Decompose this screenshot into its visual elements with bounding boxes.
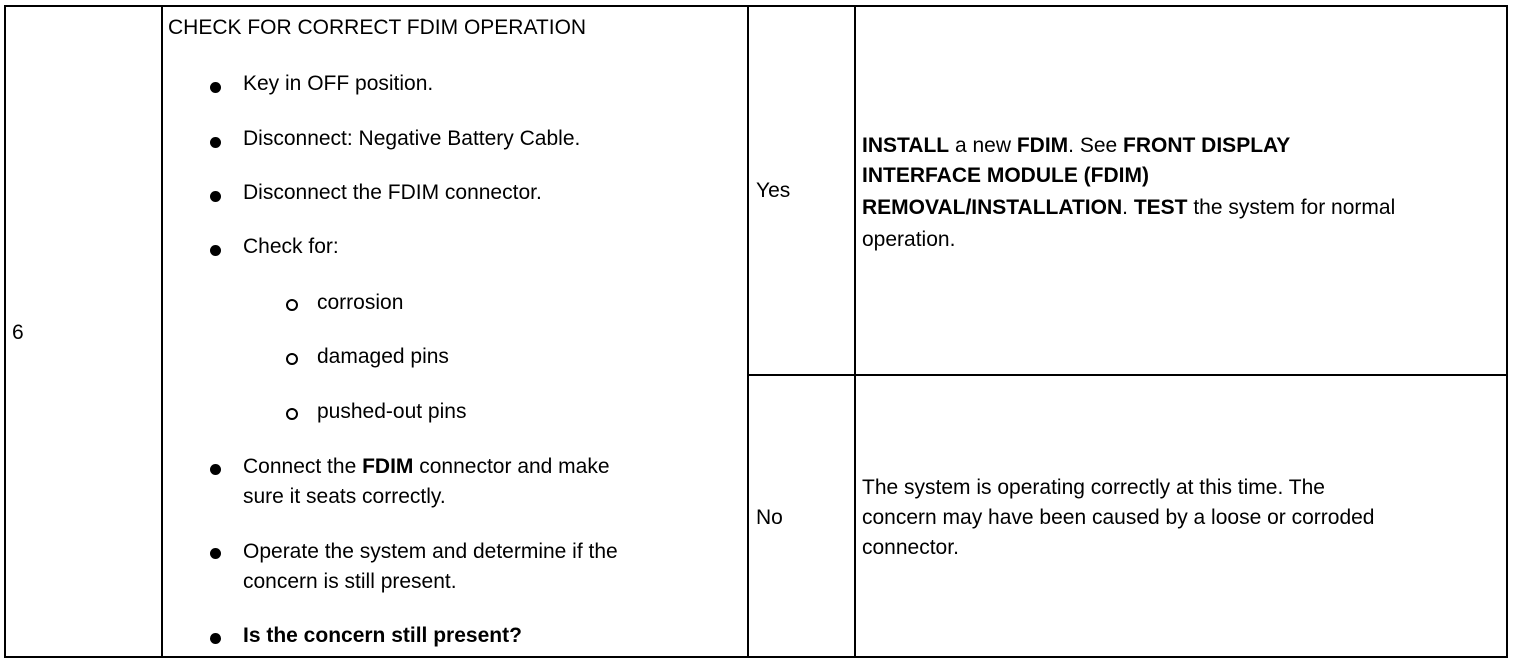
yes-label: Yes xyxy=(756,179,791,202)
question-item: Is the concern still present? xyxy=(243,624,522,647)
result-row-divider xyxy=(747,374,1508,376)
action-item: Disconnect: Negative Battery Cable. xyxy=(243,127,581,150)
instruction-keyword: FDIM xyxy=(1016,134,1069,157)
action-text: Connect the xyxy=(243,455,363,478)
circle-bullet-icon xyxy=(286,408,298,420)
action-item-continued: sure it seats correctly. xyxy=(243,485,446,508)
instruction-text: . xyxy=(1122,196,1134,219)
yes-instruction-line4: operation. xyxy=(862,228,956,251)
no-instruction-line2: concern may have been caused by a loose … xyxy=(862,506,1375,529)
check-item: pushed-out pins xyxy=(317,400,467,423)
instruction-text: . See xyxy=(1068,134,1124,157)
bullet-icon xyxy=(210,245,221,256)
circle-bullet-icon xyxy=(286,299,298,311)
step-number: 6 xyxy=(12,321,24,344)
column-divider-1 xyxy=(161,5,163,658)
bullet-icon xyxy=(210,191,221,202)
check-item: corrosion xyxy=(317,291,404,314)
yes-instruction-line3: REMOVAL/INSTALLATION. TEST the system fo… xyxy=(862,193,1395,223)
action-emphasis: FDIM xyxy=(362,455,414,478)
bullet-icon xyxy=(210,548,221,559)
diagnostic-table xyxy=(4,5,1508,658)
step-title: CHECK FOR CORRECT FDIM OPERATION xyxy=(168,16,587,39)
instruction-keyword: TEST xyxy=(1133,196,1188,219)
instruction-keyword: REMOVAL/INSTALLATION xyxy=(862,196,1123,219)
no-instruction-line3: connector. xyxy=(862,536,959,559)
bullet-icon xyxy=(210,82,221,93)
column-divider-2 xyxy=(747,5,749,658)
check-item: damaged pins xyxy=(317,345,449,368)
instruction-keyword: INSTALL xyxy=(862,134,950,157)
action-item: Operate the system and determine if the xyxy=(243,540,618,563)
bullet-icon xyxy=(210,464,221,475)
yes-instruction-line2: INTERFACE MODULE (FDIM) xyxy=(862,164,1149,187)
no-label: No xyxy=(756,506,783,529)
bullet-icon xyxy=(210,633,221,644)
action-item: Key in OFF position. xyxy=(243,72,434,95)
action-text: connector and make xyxy=(413,455,610,478)
instruction-keyword: FRONT DISPLAY xyxy=(1123,134,1291,157)
action-item: Check for: xyxy=(243,235,339,258)
action-item-continued: concern is still present. xyxy=(243,570,457,593)
instruction-text: a new xyxy=(949,134,1017,157)
yes-instruction: INSTALL a new FDIM. See FRONT DISPLAY xyxy=(862,131,1290,161)
circle-bullet-icon xyxy=(286,353,298,365)
no-instruction-line1: The system is operating correctly at thi… xyxy=(862,476,1325,499)
column-divider-3 xyxy=(854,5,856,658)
action-item: Connect the FDIM connector and make xyxy=(243,452,610,482)
instruction-text: the system for normal xyxy=(1187,196,1396,219)
action-item: Disconnect the FDIM connector. xyxy=(243,181,542,204)
bullet-icon xyxy=(210,137,221,148)
